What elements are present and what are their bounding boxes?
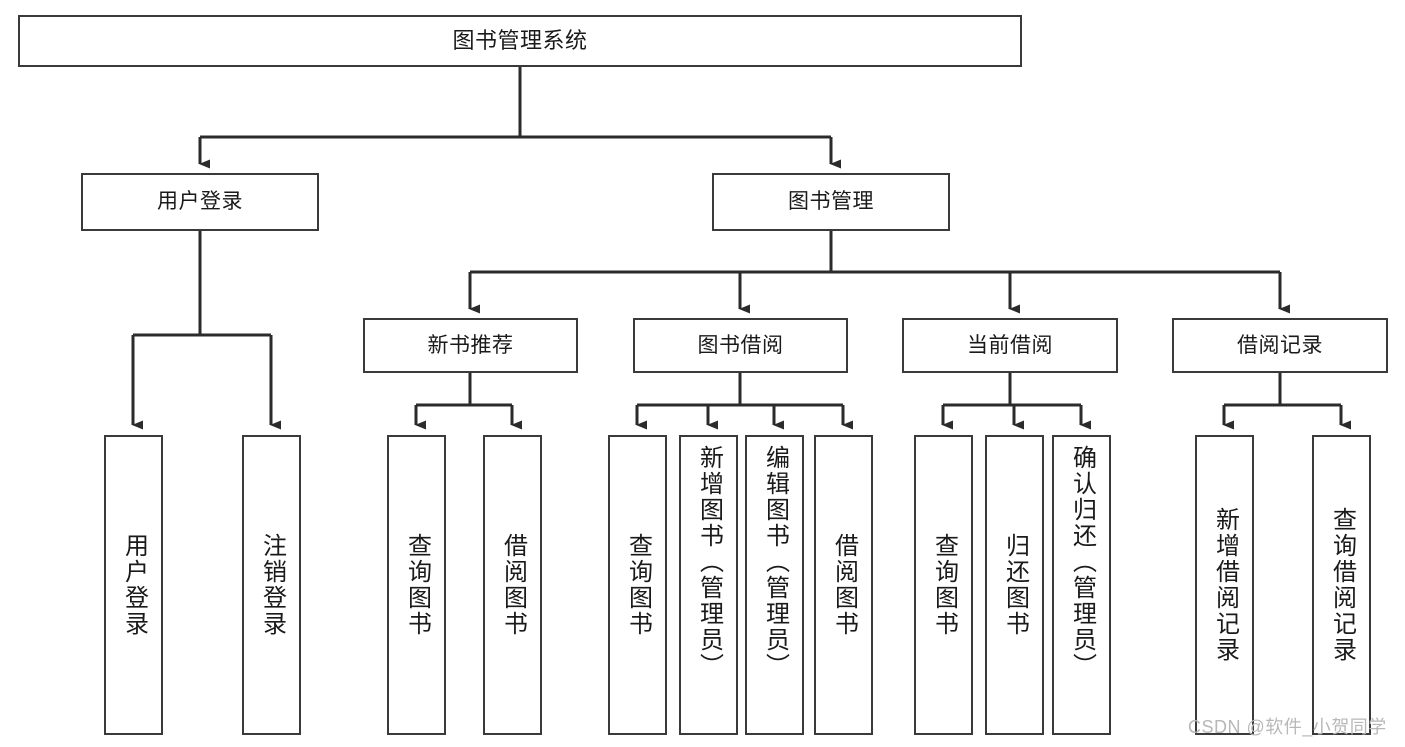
watermark-text: CSDN @软件_小贺同学 [1188,717,1387,737]
node-book-borrow[interactable]: 图书借阅 [633,318,848,373]
node-label: 当前借阅 [967,333,1053,357]
node-user-login[interactable]: 用户登录 [81,173,319,231]
node-leaf-confirm-return-admin[interactable]: 确认归还（管理员） [1052,435,1111,735]
node-leaf-query-book-borrow[interactable]: 查询图书 [608,435,667,735]
node-label: 借阅图书 [499,533,527,637]
node-label: 新增借阅记录 [1211,507,1239,663]
node-leaf-return-book[interactable]: 归还图书 [985,435,1044,735]
node-new-book-recommend[interactable]: 新书推荐 [363,318,578,373]
node-leaf-query-book-current[interactable]: 查询图书 [914,435,973,735]
node-label: 图书管理系统 [452,27,588,53]
node-label: 归还图书 [1001,533,1029,637]
node-leaf-edit-book-admin[interactable]: 编辑图书（管理员） [745,435,804,735]
node-label: 查询图书 [930,533,958,637]
node-label: 编辑图书（管理员） [761,445,789,679]
node-label: 新增图书（管理员） [695,445,723,679]
node-leaf-borrow-book-recommend[interactable]: 借阅图书 [483,435,542,735]
node-root-book-management-system[interactable]: 图书管理系统 [18,15,1022,67]
node-label: 注销登录 [258,533,286,637]
node-label: 查询图书 [403,533,431,637]
node-book-management[interactable]: 图书管理 [712,173,950,231]
node-leaf-query-borrow-record[interactable]: 查询借阅记录 [1312,435,1371,735]
node-label: 用户登录 [120,533,148,637]
node-label: 图书借阅 [697,333,784,357]
node-label: 借阅图书 [830,533,858,637]
node-label: 借阅记录 [1237,333,1323,357]
node-leaf-add-borrow-record[interactable]: 新增借阅记录 [1195,435,1254,735]
node-label: 查询借阅记录 [1328,507,1356,663]
node-current-borrow[interactable]: 当前借阅 [902,318,1118,373]
node-leaf-borrow-book[interactable]: 借阅图书 [814,435,873,735]
node-label: 用户登录 [157,190,243,214]
node-leaf-query-book-recommend[interactable]: 查询图书 [387,435,446,735]
node-borrow-record[interactable]: 借阅记录 [1172,318,1388,373]
node-label: 查询图书 [624,533,652,637]
node-label: 确认归还（管理员） [1068,445,1096,679]
node-leaf-add-book-admin[interactable]: 新增图书（管理员） [679,435,738,735]
node-leaf-user-login[interactable]: 用户登录 [104,435,163,735]
node-label: 新书推荐 [427,333,514,357]
node-leaf-user-logout[interactable]: 注销登录 [242,435,301,735]
node-label: 图书管理 [788,190,874,214]
